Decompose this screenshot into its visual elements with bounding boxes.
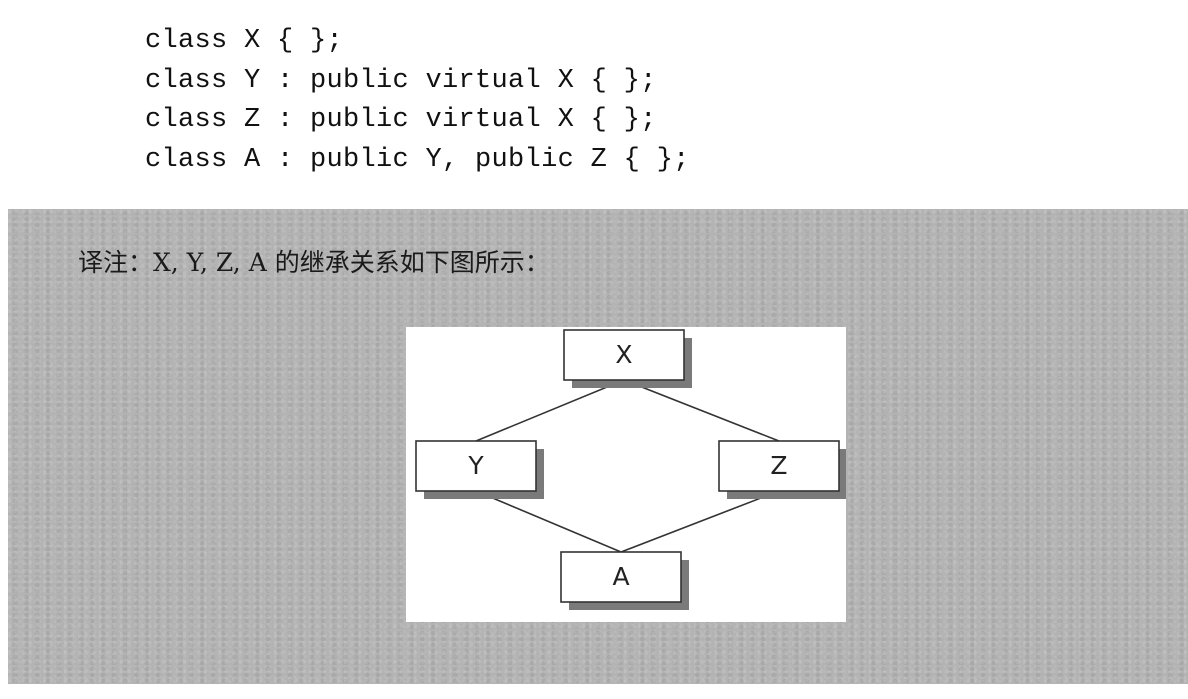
inheritance-edge-y-a bbox=[475, 490, 622, 553]
class-node-label: Y bbox=[467, 451, 484, 480]
class-node-box bbox=[415, 440, 537, 492]
code-line: class Z : public virtual X { }; bbox=[145, 105, 657, 135]
class-node-a: A bbox=[560, 551, 689, 610]
inheritance-edge-z-a bbox=[620, 490, 780, 553]
translator-note-box: 译注：X, Y, Z, A 的继承关系如下图所示： X Y Z A bbox=[8, 209, 1188, 684]
class-node-label: X bbox=[615, 340, 632, 369]
code-line: class Y : public virtual X { }; bbox=[145, 65, 657, 96]
class-node-box bbox=[718, 440, 840, 492]
class-node-box bbox=[563, 329, 685, 381]
class-node-z: Z bbox=[718, 440, 846, 499]
class-node-label: Z bbox=[770, 451, 787, 480]
inheritance-edge-x-z bbox=[623, 379, 780, 442]
class-node-label: A bbox=[612, 562, 629, 591]
translator-note-text: 译注：X, Y, Z, A 的继承关系如下图所示： bbox=[78, 248, 550, 277]
code-line: class X { }; bbox=[145, 26, 344, 56]
inheritance-diagram-svg: X Y Z A bbox=[415, 329, 846, 610]
inheritance-edge-x-y bbox=[475, 379, 625, 442]
class-node-y: Y bbox=[415, 440, 544, 499]
inheritance-diagram: X Y Z A bbox=[406, 327, 846, 622]
code-line: class A : public Y, public Z { }; bbox=[145, 144, 690, 175]
code-listing: class X { }; class Y : public virtual X … bbox=[145, 22, 690, 180]
class-node-box bbox=[560, 551, 682, 603]
class-node-x: X bbox=[563, 329, 692, 388]
